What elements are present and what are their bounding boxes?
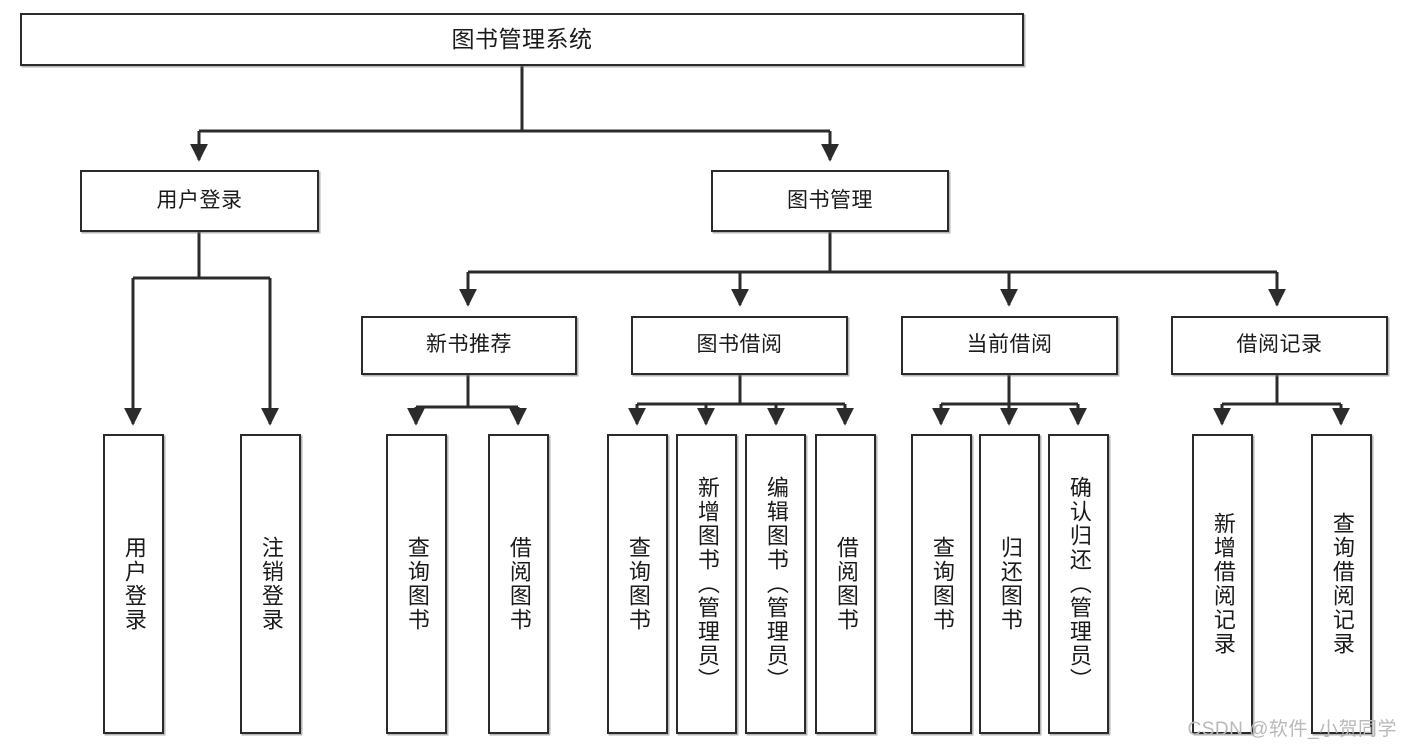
- leaf-current-borrow-query-book[interactable]: 查询图书: [911, 434, 972, 734]
- watermark-text: CSDN @软件_小贺同学: [1187, 719, 1397, 740]
- node-user-login[interactable]: 用户登录: [80, 170, 319, 232]
- leaf-label: 新增借阅记录: [1210, 512, 1236, 656]
- node-book-borrow[interactable]: 图书借阅: [631, 316, 848, 375]
- node-label: 用户登录: [156, 188, 243, 212]
- leaf-label: 新增图书（管理员）: [694, 476, 720, 692]
- leaf-label: 用户登录: [121, 536, 147, 632]
- leaf-new-book-borrow-book[interactable]: 借阅图书: [488, 434, 549, 734]
- leaf-borrow-record-query-record[interactable]: 查询借阅记录: [1311, 434, 1372, 734]
- leaf-new-book-query-book[interactable]: 查询图书: [386, 434, 447, 734]
- node-book-management[interactable]: 图书管理: [711, 170, 949, 232]
- node-label: 借阅记录: [1236, 333, 1323, 357]
- node-borrow-record[interactable]: 借阅记录: [1171, 316, 1388, 375]
- leaf-book-borrow-edit-book-admin[interactable]: 编辑图书（管理员）: [745, 434, 806, 734]
- leaf-label: 借阅图书: [833, 536, 859, 632]
- leaf-user-login-logout[interactable]: 注销登录: [240, 434, 301, 734]
- node-current-borrow[interactable]: 当前借阅: [901, 316, 1118, 375]
- leaf-label: 注销登录: [258, 536, 284, 632]
- node-label: 图书管理系统: [451, 25, 593, 52]
- leaf-label: 借阅图书: [506, 536, 532, 632]
- leaf-label: 查询借阅记录: [1329, 512, 1355, 656]
- node-label: 当前借阅: [966, 333, 1053, 357]
- leaf-current-borrow-confirm-return-admin[interactable]: 确认归还（管理员）: [1048, 434, 1109, 734]
- leaf-label: 编辑图书（管理员）: [763, 476, 789, 692]
- leaf-label: 查询图书: [404, 536, 430, 632]
- leaf-label: 查询图书: [625, 536, 651, 632]
- leaf-book-borrow-query-book[interactable]: 查询图书: [607, 434, 668, 734]
- leaf-label: 查询图书: [929, 536, 955, 632]
- leaf-current-borrow-return-book[interactable]: 归还图书: [979, 434, 1040, 734]
- node-root-book-management-system[interactable]: 图书管理系统: [20, 13, 1024, 66]
- leaf-book-borrow-add-book-admin[interactable]: 新增图书（管理员）: [676, 434, 737, 734]
- leaf-user-login-login[interactable]: 用户登录: [103, 434, 164, 734]
- node-label: 新书推荐: [426, 333, 512, 357]
- node-label: 图书借阅: [696, 333, 783, 357]
- leaf-book-borrow-borrow-book[interactable]: 借阅图书: [815, 434, 876, 734]
- node-label: 图书管理: [787, 188, 873, 212]
- leaf-label: 确认归还（管理员）: [1066, 476, 1092, 692]
- leaf-borrow-record-add-record[interactable]: 新增借阅记录: [1192, 434, 1253, 734]
- node-new-book-recommend[interactable]: 新书推荐: [361, 316, 577, 375]
- leaf-label: 归还图书: [997, 536, 1023, 632]
